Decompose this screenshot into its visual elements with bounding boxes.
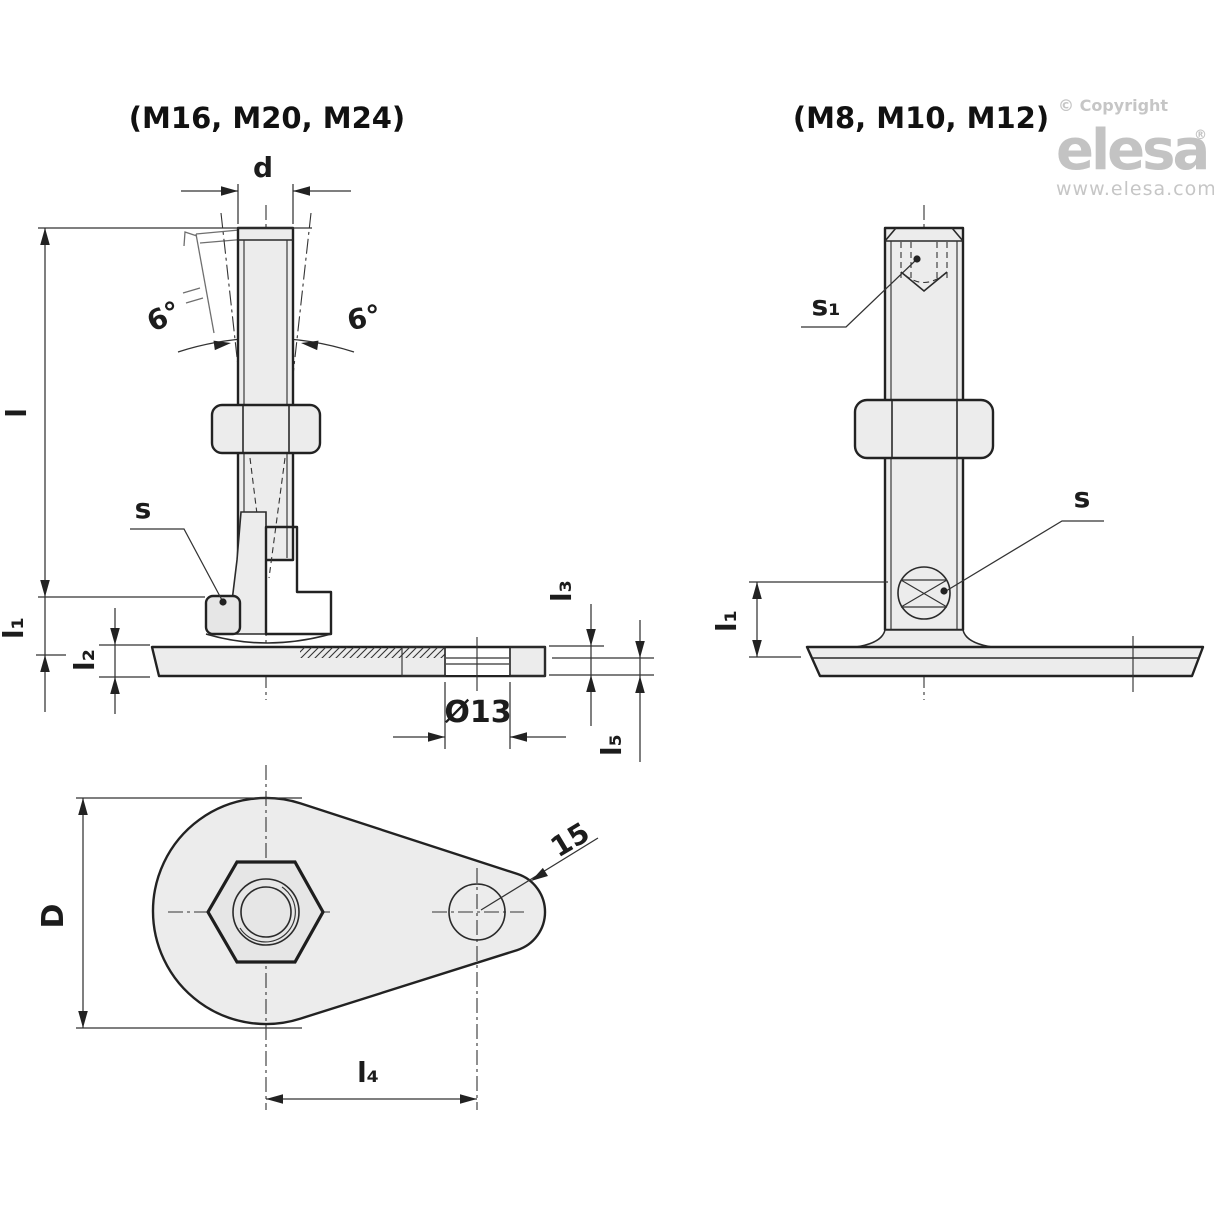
dim-l3: l₃ [545, 580, 654, 726]
wrench-flat-collar [204, 594, 242, 636]
dim-s1: s₁ [801, 255, 921, 328]
left-view-title: (M16, M20, M24) [129, 101, 405, 135]
dim-s-label: s [135, 492, 152, 525]
dim-l5: l₅ [595, 620, 645, 762]
dim-l3-label: l₃ [545, 580, 578, 602]
dim-hole-dia-label: Ø13 [444, 695, 511, 730]
elesa-logo: elesa [1056, 118, 1207, 183]
dim-l4: l₄ [266, 1056, 477, 1104]
angle-label-right: 6° [344, 298, 384, 337]
dim-l1-label: l₁ [710, 610, 743, 632]
dim-d-label: d [253, 151, 273, 184]
dim-l2: l₂ [68, 608, 150, 714]
dim-15-label: 15 [545, 816, 595, 864]
dim-l: l [0, 227, 312, 712]
threaded-stud [236, 226, 295, 562]
hex-nut [210, 403, 322, 455]
left-section-view: 6° 6° d [0, 151, 654, 762]
foot-body [204, 511, 333, 644]
hex-nut [853, 398, 995, 460]
copyright-text: © Copyright [1058, 96, 1168, 115]
dim-l4-label: l₄ [357, 1056, 379, 1089]
base-plate [805, 636, 1205, 692]
dim-l2-label: l₂ [68, 649, 101, 671]
cross-hole-symbol [897, 566, 951, 620]
dim-l1-label: l₁ [0, 617, 30, 639]
dim-l1-left: l₁ [0, 596, 205, 672]
dim-l5-label: l₅ [595, 734, 628, 756]
dim-D-label: D [36, 904, 71, 929]
right-view-title: (M8, M10, M12) [793, 101, 1049, 135]
dim-D: D [36, 797, 302, 1029]
teardrop-base-plate [151, 796, 547, 1026]
dim-l1-right: l₁ [710, 581, 888, 658]
dim-s-right: s [940, 481, 1104, 595]
dim-s1-label: s₁ [812, 289, 841, 322]
dim-s-label: s [1074, 481, 1091, 514]
right-section-view: s₁ s l₁ [710, 205, 1205, 700]
brand-block: © Copyright elesa ® www.elesa.com [1056, 96, 1214, 200]
dim-l-label: l [0, 408, 33, 418]
dim-d: d [181, 151, 351, 224]
foot-boss [855, 629, 993, 648]
dim-s-left: s [130, 492, 227, 606]
hex-nut-top [206, 860, 325, 964]
plate-metal-hatch [300, 647, 445, 658]
bottom-plan-view: 15 D l₄ [36, 765, 599, 1110]
base-plate-section [150, 637, 547, 691]
thread-arc [239, 886, 296, 943]
mounting-hole [448, 883, 506, 941]
website-text: www.elesa.com [1056, 178, 1214, 200]
registered-mark: ® [1194, 128, 1207, 143]
angle-label-left: 6° [142, 294, 187, 338]
dim-hole-dia: Ø13 [393, 682, 566, 749]
